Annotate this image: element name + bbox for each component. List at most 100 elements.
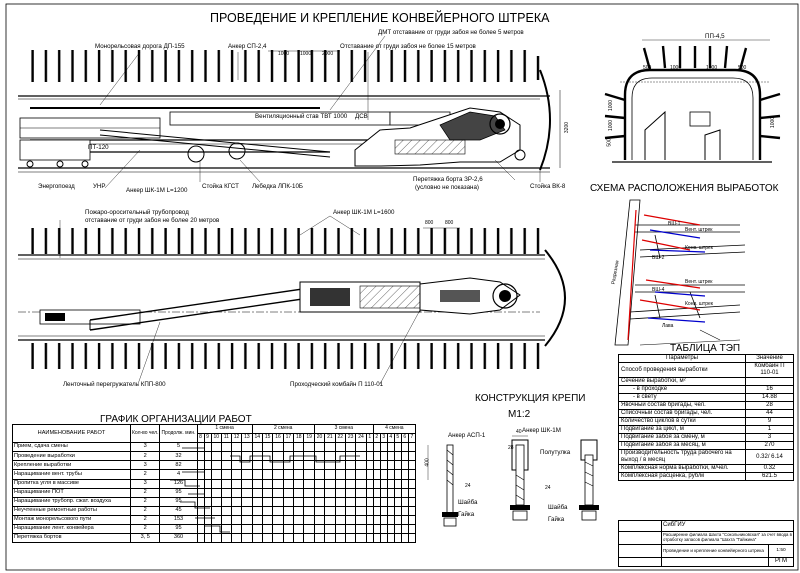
support-scale: М1:2 — [508, 409, 531, 420]
schedule-hour-cell — [203, 460, 212, 471]
layout-scheme-drawing — [614, 199, 746, 346]
dim-2000: 2000 — [322, 51, 334, 57]
schedule-hour-cell — [282, 487, 295, 498]
scheme-label-5: Вент. штрек — [685, 279, 713, 285]
dim-w4: 500 — [738, 65, 747, 71]
tep-value: 16 — [745, 385, 794, 394]
plan-view-drawing — [18, 215, 566, 385]
label-monorail: Монорельсовая дорога ДП-155 — [95, 43, 185, 50]
schedule-head-dur: Продолж. мин. — [159, 423, 198, 444]
schedule-hour-cell — [293, 533, 305, 544]
schedule-hour-cell — [407, 478, 417, 489]
schedule-cell-name: Пропитка угля в массиве — [12, 478, 131, 489]
label-washer-2: Шайба — [548, 504, 568, 511]
tep-value: 9 — [745, 417, 794, 426]
tep-value: 1 — [745, 425, 794, 434]
schedule-hour-cell — [324, 460, 336, 471]
schedule-hour-cell — [372, 533, 381, 544]
schedule-hour-cell — [400, 496, 409, 507]
schedule-hour-cell — [334, 505, 346, 516]
schedule-cell-dur: 95 — [159, 496, 198, 507]
dim-w2: 1000 — [670, 65, 682, 71]
schedule-hour-cell — [303, 514, 315, 526]
schedule-hour-cell — [220, 487, 232, 498]
label-dsv: ДСВ — [355, 113, 368, 120]
schedule-cell-dur: 4 — [159, 469, 198, 480]
schedule-hour-cell — [272, 524, 284, 535]
tep-value: 14.88 — [745, 393, 794, 402]
schedule-hour-cell — [365, 460, 374, 471]
schedule-cell-count: 2 — [129, 496, 161, 507]
schedule-hour-cell — [203, 478, 212, 489]
schedule-hour-cell — [355, 533, 367, 544]
schedule-hour: 11 — [220, 433, 232, 444]
schedule-hour-cell — [355, 460, 367, 471]
schedule-hour-cell — [251, 460, 263, 471]
schedule-hour-cell — [230, 460, 243, 471]
schedule-hour-cell — [196, 460, 205, 471]
schedule-hour-cell — [379, 442, 388, 453]
tep-value: 28 — [745, 401, 794, 410]
schedule-hour-cell — [355, 514, 367, 526]
schedule-hour-cell — [261, 496, 274, 507]
label-anchor-asp: Анкер АСП-1 — [448, 432, 486, 439]
schedule-hour-cell — [261, 451, 274, 462]
schedule-hour-cell — [230, 451, 243, 462]
schedule-hour-cell — [393, 496, 402, 507]
schedule-hour-cell — [393, 451, 402, 462]
scheme-label-1: ВШ-2 — [652, 255, 665, 261]
schedule-hour-cell — [355, 524, 367, 535]
support-title: КОНСТРУКЦИЯ КРЕПИ — [475, 393, 586, 404]
schedule-hour-cell — [241, 460, 253, 471]
tep-title: ТАБЛИЦА ТЭП — [670, 343, 741, 354]
schedule-hour: 13 — [241, 433, 253, 444]
schedule-hour-cell — [220, 505, 232, 516]
schedule-hour-cell — [272, 487, 284, 498]
schedule-hour-cell — [407, 487, 417, 498]
scheme-label-3: Вент. штрек — [685, 227, 713, 233]
schedule-title: ГРАФИК ОРГАНИЗАЦИИ РАБОТ — [100, 414, 252, 425]
schedule-hour-cell — [272, 478, 284, 489]
schedule-hour-cell — [272, 442, 284, 453]
schedule-hour-cell — [355, 478, 367, 489]
schedule-shift-2: 2 смена — [251, 423, 315, 435]
schedule-hour-cell — [293, 469, 305, 480]
schedule-hour-cell — [407, 514, 417, 526]
schedule-hour-cell — [196, 442, 205, 453]
schedule-hour-cell — [261, 469, 274, 480]
schedule-hour-cell — [196, 505, 205, 516]
schedule-hour-cell — [303, 451, 315, 462]
tep-param: Явочный состав бригады, чел. — [618, 401, 746, 410]
schedule-hour-cell — [251, 451, 263, 462]
schedule-hour-cell — [261, 487, 274, 498]
schedule-hour-cell — [272, 469, 284, 480]
tep-param: Подвигание забоя за месяц, м — [618, 441, 746, 450]
tep-head-param: Параметры — [618, 354, 746, 363]
schedule-hour-cell — [230, 496, 243, 507]
schedule-hour-cell — [355, 469, 367, 480]
schedule-hour-cell — [303, 442, 315, 453]
tep-head-value: Значение — [745, 354, 794, 363]
schedule-hour-cell — [282, 478, 295, 489]
schedule-cell-dur: 126 — [159, 478, 198, 489]
schedule-hour-cell — [282, 524, 295, 535]
scheme-label-4: Конв. штрек — [685, 245, 713, 251]
schedule-hour-cell — [393, 469, 402, 480]
schedule-cell-dur: 360 — [159, 533, 198, 544]
stamp-org: СибГИУ — [661, 520, 794, 532]
schedule-shift-1: 1 смена — [196, 423, 253, 435]
schedule-cell-dur: 45 — [159, 505, 198, 516]
schedule-hour-cell — [203, 487, 212, 498]
schedule-hour-cell — [241, 524, 253, 535]
label-transfer-conveyor: Ленточный перегружатель КПП-800 — [63, 381, 166, 388]
schedule-hour-cell — [313, 451, 326, 462]
schedule-hour-cell — [379, 478, 388, 489]
stamp-sheet-title: Проведение и крепление конвейерного штре… — [661, 544, 769, 558]
schedule-hour-cell — [365, 505, 374, 516]
schedule-cell-count: 3 — [129, 460, 161, 471]
schedule-hour-cell — [407, 533, 417, 544]
side-view-drawing — [18, 35, 561, 189]
schedule-head-name: НАИМЕНОВАНИЕ РАБОТ — [12, 423, 131, 444]
